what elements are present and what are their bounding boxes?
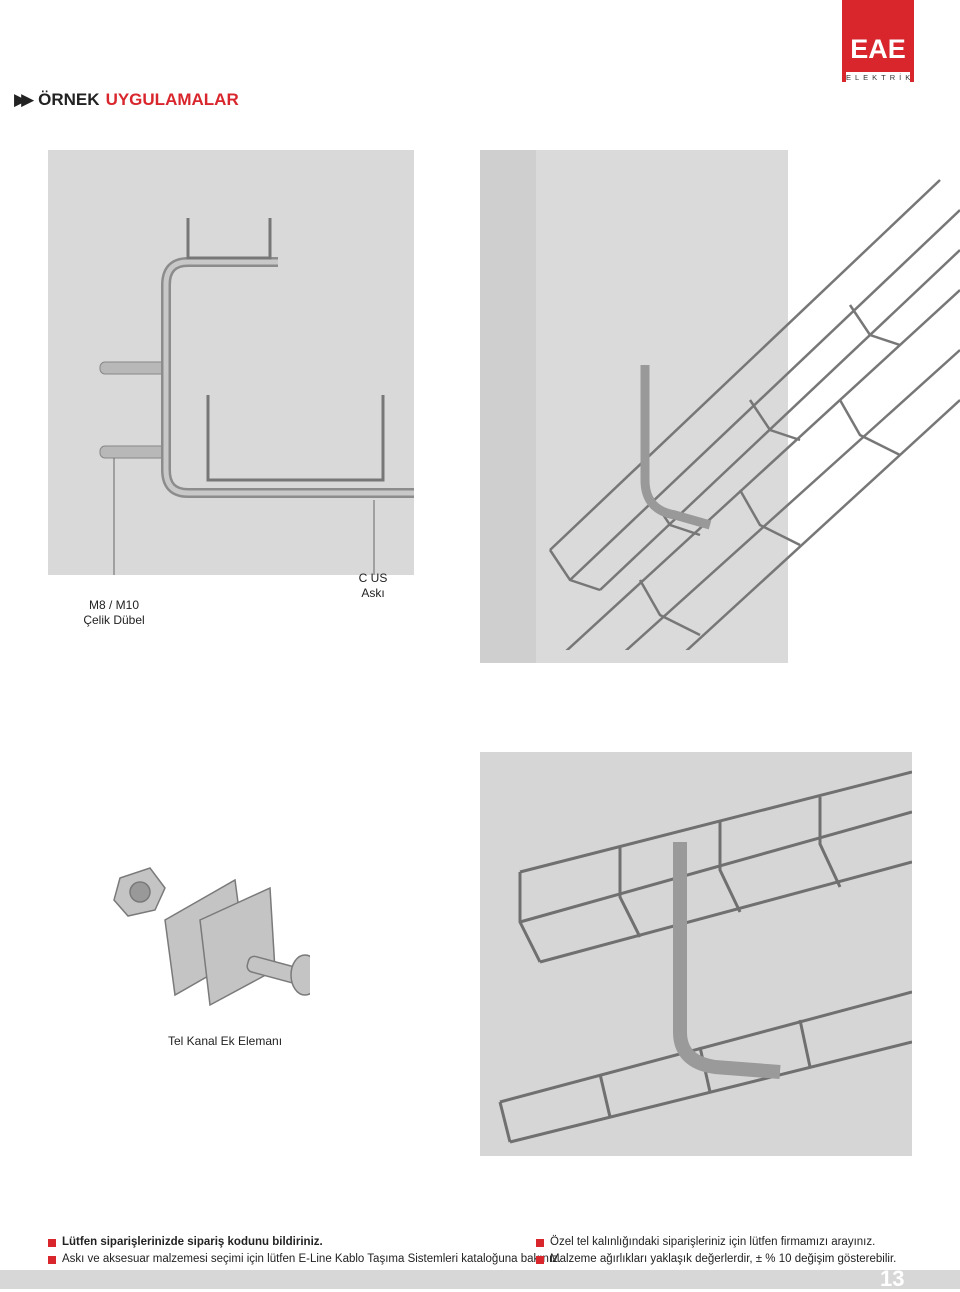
- wire-trays-illustration: [480, 150, 788, 663]
- bullet-square-icon: [536, 1238, 544, 1247]
- brand-logo: EAE ELEKTRİK: [842, 0, 915, 84]
- connector-illustration: [113, 867, 310, 1007]
- wire-trays-overlay: [548, 179, 960, 650]
- footer-bar: [0, 1270, 960, 1289]
- note-item: Malzeme ağırlıkları yaklaşık değerlerdir…: [536, 1251, 896, 1268]
- figure-wire-trays-top: [480, 150, 788, 663]
- notes-left: Lütfen siparişlerinizde sipariş kodunu b…: [48, 1234, 561, 1268]
- note-item: Özel tel kalınlığındaki siparişleriniz i…: [536, 1234, 896, 1251]
- brand-sub: ELEKTRİK: [846, 72, 915, 84]
- note-text: Malzeme ağırlıkları yaklaşık değerlerdir…: [550, 1253, 897, 1265]
- brand-name: EAE: [850, 34, 906, 64]
- double-arrow-right-icon: ▶▶: [14, 90, 34, 109]
- connector-label: Tel Kanal Ek Elemanı: [167, 1034, 283, 1048]
- page-number: 13: [880, 1266, 905, 1291]
- heading-part2: UYGULAMALAR: [105, 90, 239, 109]
- note-text: Özel tel kalınlığındaki siparişleriniz i…: [550, 1236, 876, 1248]
- section-heading: ▶▶ ÖRNEK UYGULAMALAR: [14, 90, 239, 110]
- wire-tray-closeup-illustration: [498, 770, 913, 1144]
- hanger-label-line2: Askı: [361, 586, 385, 600]
- heading-part1: ÖRNEK: [38, 90, 100, 109]
- notes-right: Özel tel kalınlığındaki siparişleriniz i…: [536, 1234, 896, 1268]
- bullet-square-icon: [48, 1255, 56, 1264]
- bracket-illustration: [48, 150, 414, 575]
- bullet-square-icon: [536, 1255, 544, 1264]
- note-text: Lütfen siparişlerinizde sipariş kodunu b…: [62, 1236, 323, 1248]
- note-item: Askı ve aksesuar malzemesi seçimi için l…: [48, 1251, 561, 1268]
- note-item: Lütfen siparişlerinizde sipariş kodunu b…: [48, 1234, 561, 1251]
- figure-wall-bracket: [48, 150, 414, 575]
- dowel-label-line1: M8 / M10: [88, 598, 139, 612]
- dowel-label-line2: Çelik Dübel: [83, 613, 145, 627]
- bullet-square-icon: [48, 1238, 56, 1247]
- note-text: Askı ve aksesuar malzemesi seçimi için l…: [62, 1253, 561, 1265]
- hanger-label: C US Askı: [348, 571, 398, 601]
- hanger-label-line1: C US: [358, 571, 388, 585]
- figure-wire-tray-closeup: [480, 752, 913, 1156]
- dowel-label: M8 / M10 Çelik Dübel: [76, 598, 152, 628]
